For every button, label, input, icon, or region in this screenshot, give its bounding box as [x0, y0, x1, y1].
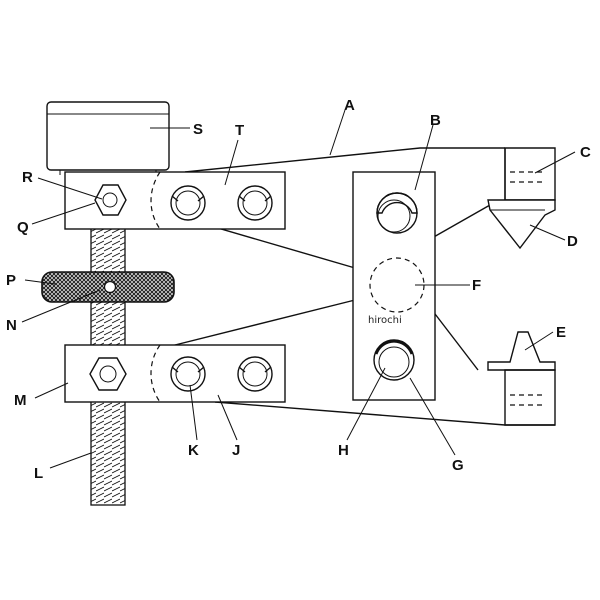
label-k: K: [188, 442, 199, 459]
label-b: B: [430, 112, 441, 129]
label-c: C: [580, 144, 591, 161]
label-l: L: [34, 465, 43, 482]
plate-bolt-lower: [373, 339, 415, 381]
lower-pivot-right: [237, 356, 273, 392]
label-s: S: [193, 121, 203, 138]
lower-arm: [64, 299, 555, 426]
pivot-nut-upper: [94, 184, 127, 216]
knurled-nut: [41, 271, 175, 303]
label-f: F: [472, 277, 481, 294]
pivot-nut-lower: [89, 357, 127, 391]
label-j: J: [232, 442, 240, 459]
label-e: E: [556, 324, 566, 341]
label-m: M: [14, 392, 27, 409]
upper-jaw: [487, 147, 556, 250]
label-d: D: [567, 233, 578, 250]
label-n: N: [6, 317, 17, 334]
label-g: G: [452, 457, 464, 474]
upper-arm: [64, 147, 505, 269]
lower-pivot-left: [170, 356, 206, 392]
upper-pivot-right: [237, 185, 273, 221]
label-t: T: [235, 122, 244, 139]
label-q: Q: [17, 219, 29, 236]
lower-jaw: [487, 331, 556, 426]
set-screw: [103, 280, 117, 294]
label-p: P: [6, 272, 16, 289]
knob: [46, 101, 170, 175]
watermark: hirochi: [368, 315, 402, 326]
upper-pivot-left: [170, 185, 206, 221]
label-a: A: [344, 97, 355, 114]
plate-bolt-upper: [376, 192, 418, 234]
label-r: R: [22, 169, 33, 186]
label-h: H: [338, 442, 349, 459]
center-plate: [352, 171, 436, 401]
leader-lines: [21, 109, 576, 469]
